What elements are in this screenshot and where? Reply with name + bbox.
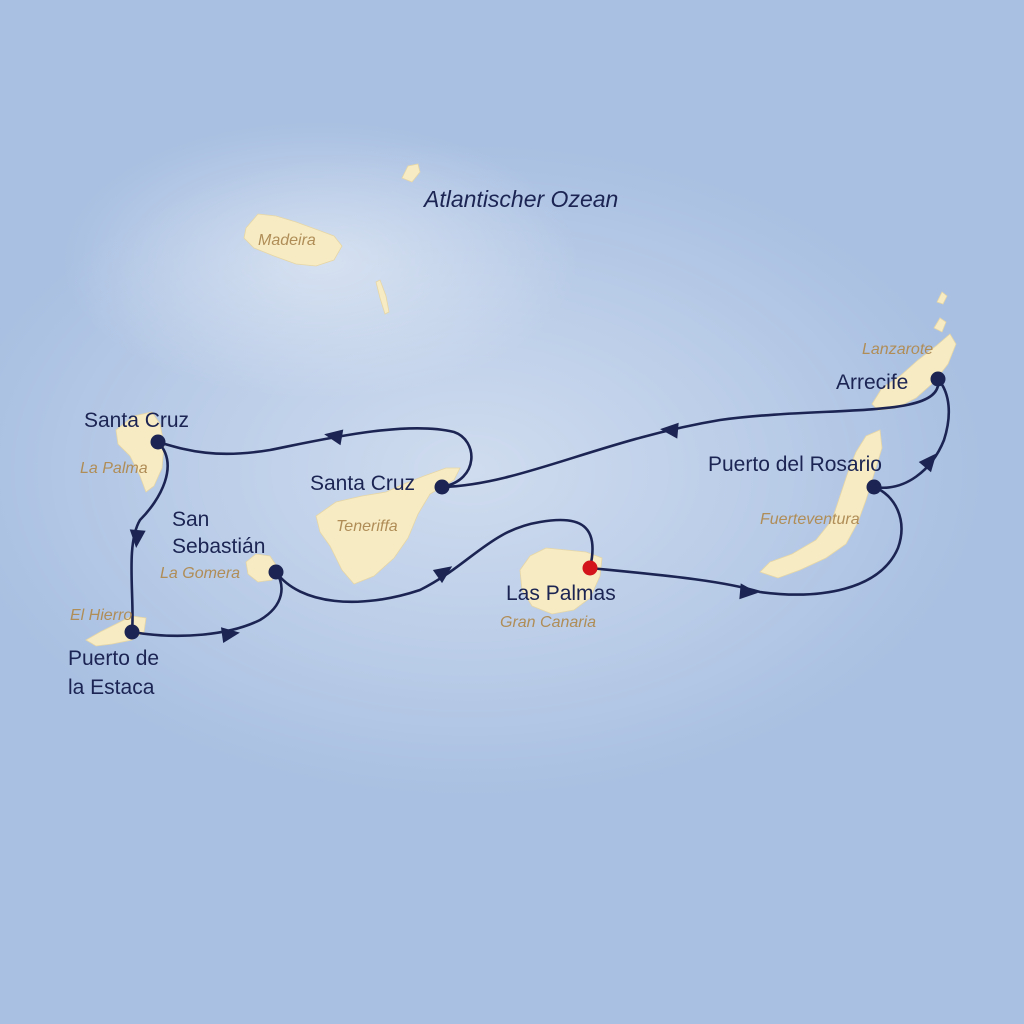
route-puerto-del-rosario-to-arrecife [872, 377, 951, 490]
island-fuerteventura [759, 429, 883, 579]
island-labels: Madeira Lanzarote La Palma Teneriffa La … [70, 232, 933, 631]
island-label-lanzarote: Lanzarote [862, 341, 933, 358]
route-arrows [129, 422, 937, 644]
route-puerto-de-la-estaca-to-san-sebastian [130, 570, 283, 638]
port-label-puerto-del-rosario: Puerto del Rosario [708, 453, 882, 476]
island-tenerife [315, 467, 461, 585]
port-markers [124, 371, 946, 640]
port-marker-san-sebastian[interactable] [268, 564, 284, 580]
island-madeira [243, 213, 343, 267]
route-santa-cruz-la-palma-to-puerto-de-la-estaca [130, 440, 169, 634]
direction-arrow-icon [739, 583, 758, 600]
island-lanzarote-islet [933, 317, 947, 333]
port-marker-puerto-del-rosario[interactable] [866, 479, 882, 495]
direction-arrow-icon [918, 453, 937, 473]
route-san-sebastian-to-las-palmas [274, 518, 594, 604]
port-label-santa-cruz-la-palma: Santa Cruz [84, 409, 189, 432]
route-las-palmas-to-puerto-del-rosario [588, 485, 903, 596]
island-label-la-gomera: La Gomera [160, 565, 240, 582]
port-labels: Arrecife Puerto del Rosario Santa Cruz S… [68, 371, 908, 699]
direction-arrow-icon [129, 529, 146, 548]
cruise-route [130, 377, 951, 638]
port-label-las-palmas: Las Palmas [506, 582, 616, 605]
ocean-label: Atlantischer Ozean [422, 186, 618, 212]
port-marker-santa-cruz-tenerife[interactable] [434, 479, 450, 495]
island-label-madeira: Madeira [258, 232, 316, 249]
port-marker-arrecife[interactable] [930, 371, 946, 387]
island-label-la-palma: La Palma [80, 460, 148, 477]
port-label-santa-cruz-tenerife: Santa Cruz [310, 472, 415, 495]
route-arrecife-to-santa-cruz-tenerife [440, 377, 940, 489]
direction-arrow-icon [324, 429, 344, 446]
island-label-gran-canaria: Gran Canaria [500, 614, 596, 631]
port-label-puerto-de-la-estaca-line2: la Estaca [68, 676, 155, 699]
island-porto-santo [401, 163, 421, 183]
port-label-san-sebastian-line2: Sebastián [172, 535, 265, 558]
island-lanzarote-islet [936, 291, 948, 305]
island-desertas [375, 279, 390, 315]
island-gran-canaria [519, 547, 603, 615]
port-label-san-sebastian-line1: San [172, 508, 209, 531]
island-label-fuerteventura: Fuerteventura [760, 511, 860, 528]
port-label-arrecife: Arrecife [836, 371, 908, 394]
island-label-el-hierro: El Hierro [70, 607, 132, 624]
route-santa-cruz-tenerife-to-santa-cruz-la-palma [156, 426, 473, 489]
port-label-puerto-de-la-estaca-line1: Puerto de [68, 647, 159, 670]
islands [85, 163, 957, 647]
island-label-teneriffa: Teneriffa [336, 518, 398, 535]
island-la-palma [115, 411, 165, 493]
direction-arrow-icon [432, 566, 453, 584]
direction-arrow-icon [220, 627, 240, 644]
port-marker-santa-cruz-la-palma[interactable] [150, 434, 166, 450]
direction-arrow-icon [660, 422, 679, 439]
start-port-marker-las-palmas[interactable] [582, 560, 598, 576]
port-marker-puerto-de-la-estaca[interactable] [124, 624, 140, 640]
